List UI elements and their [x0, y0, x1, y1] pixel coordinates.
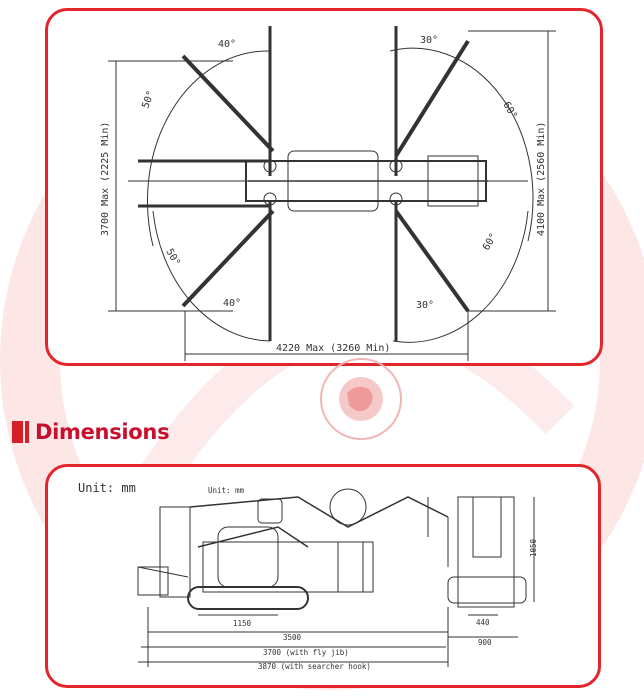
- outrigger-diagram: 40° 50° 30° 60° 50° 40° 60° 30° 3700 Max…: [100, 26, 556, 361]
- unit-label: Unit: mm: [78, 481, 136, 495]
- angle-label: 60°: [481, 231, 500, 252]
- dimension-right: 4100 Max (2560 Min): [536, 122, 547, 236]
- angle-label: 30°: [420, 35, 438, 46]
- section-heading: Dimensions: [12, 418, 170, 446]
- angle-label: 50°: [163, 247, 182, 268]
- dimension-left: 3700 Max (2225 Min): [100, 122, 111, 236]
- section-title: Dimensions: [35, 420, 170, 444]
- dimension-1150: 1150: [233, 619, 252, 628]
- dimension-3700: 3700 (with fly jib): [263, 648, 349, 657]
- outrigger-diagram-panel: 40° 50° 30° 60° 50° 40° 60° 30° 3700 Max…: [45, 8, 603, 366]
- angle-label: 40°: [223, 298, 241, 309]
- dimensions-diagram: Unit: mm 1150 3500 3700 (with fly jib) 3…: [137, 486, 538, 671]
- unit-label-small: Unit: mm: [208, 486, 245, 495]
- crichtone-stamp: [320, 358, 402, 440]
- heading-accent-bar: [12, 421, 23, 443]
- angle-label: 30°: [416, 300, 434, 311]
- angle-label: 60°: [500, 100, 519, 121]
- heading-accent-bar: [25, 421, 29, 443]
- dimension-900: 900: [478, 638, 492, 647]
- dimension-3500: 3500: [283, 633, 302, 642]
- dimension-3870: 3870 (with searcher hook): [258, 662, 371, 671]
- dimension-1050: 1050: [529, 538, 538, 557]
- dimensions-diagram-panel: Unit: mm: [45, 464, 601, 688]
- angle-label: 50°: [140, 89, 157, 110]
- angle-label: 40°: [218, 39, 236, 50]
- dimension-bottom: 4220 Max (3260 Min): [276, 343, 390, 354]
- dimension-440: 440: [476, 618, 490, 627]
